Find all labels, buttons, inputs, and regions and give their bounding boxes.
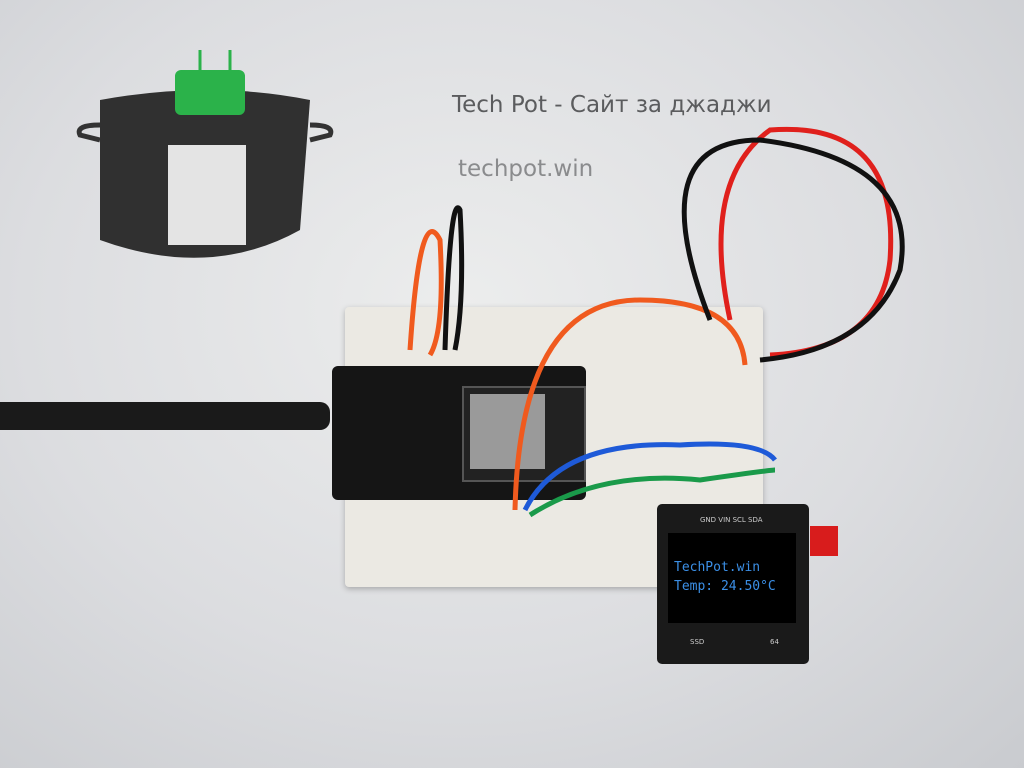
- wire-blue: [522, 441, 777, 512]
- site-title: Tech Pot - Сайт за джаджи: [452, 92, 772, 118]
- oled-label-left: SSD: [690, 638, 705, 646]
- red-object: [810, 526, 838, 556]
- wire-green: [528, 467, 776, 518]
- wifi-shield: [470, 394, 545, 469]
- techpot-logo: [76, 50, 334, 258]
- wire-black-short: [442, 205, 465, 351]
- oled-label-right: 64: [770, 638, 779, 646]
- wire-orange-long: [512, 297, 748, 511]
- oled-line-2: Temp: 24.50°C: [674, 579, 776, 594]
- oled-screen: [668, 533, 796, 623]
- oled-line-1: TechPot.win: [674, 560, 761, 575]
- site-url: techpot.win: [458, 156, 594, 182]
- wire-black-long: [681, 137, 905, 363]
- oled-pin-header-label: GND VIN SCL SDA: [700, 516, 763, 524]
- wire-orange-short: [407, 229, 444, 357]
- usb-cable: [0, 402, 330, 430]
